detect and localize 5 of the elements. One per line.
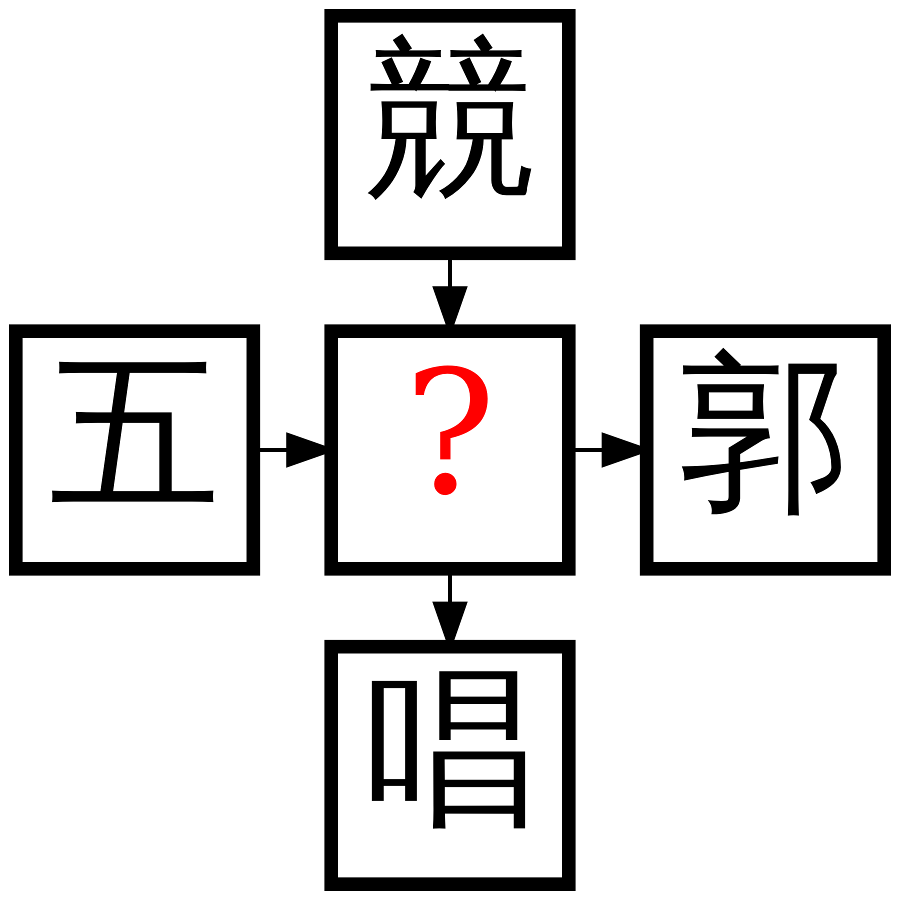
node-box: 郭 [640,324,892,576]
node-box: ? [324,324,576,576]
node-box: 五 [8,324,260,576]
node-box: 競 [324,8,576,260]
node-box: 唱 [324,640,576,892]
